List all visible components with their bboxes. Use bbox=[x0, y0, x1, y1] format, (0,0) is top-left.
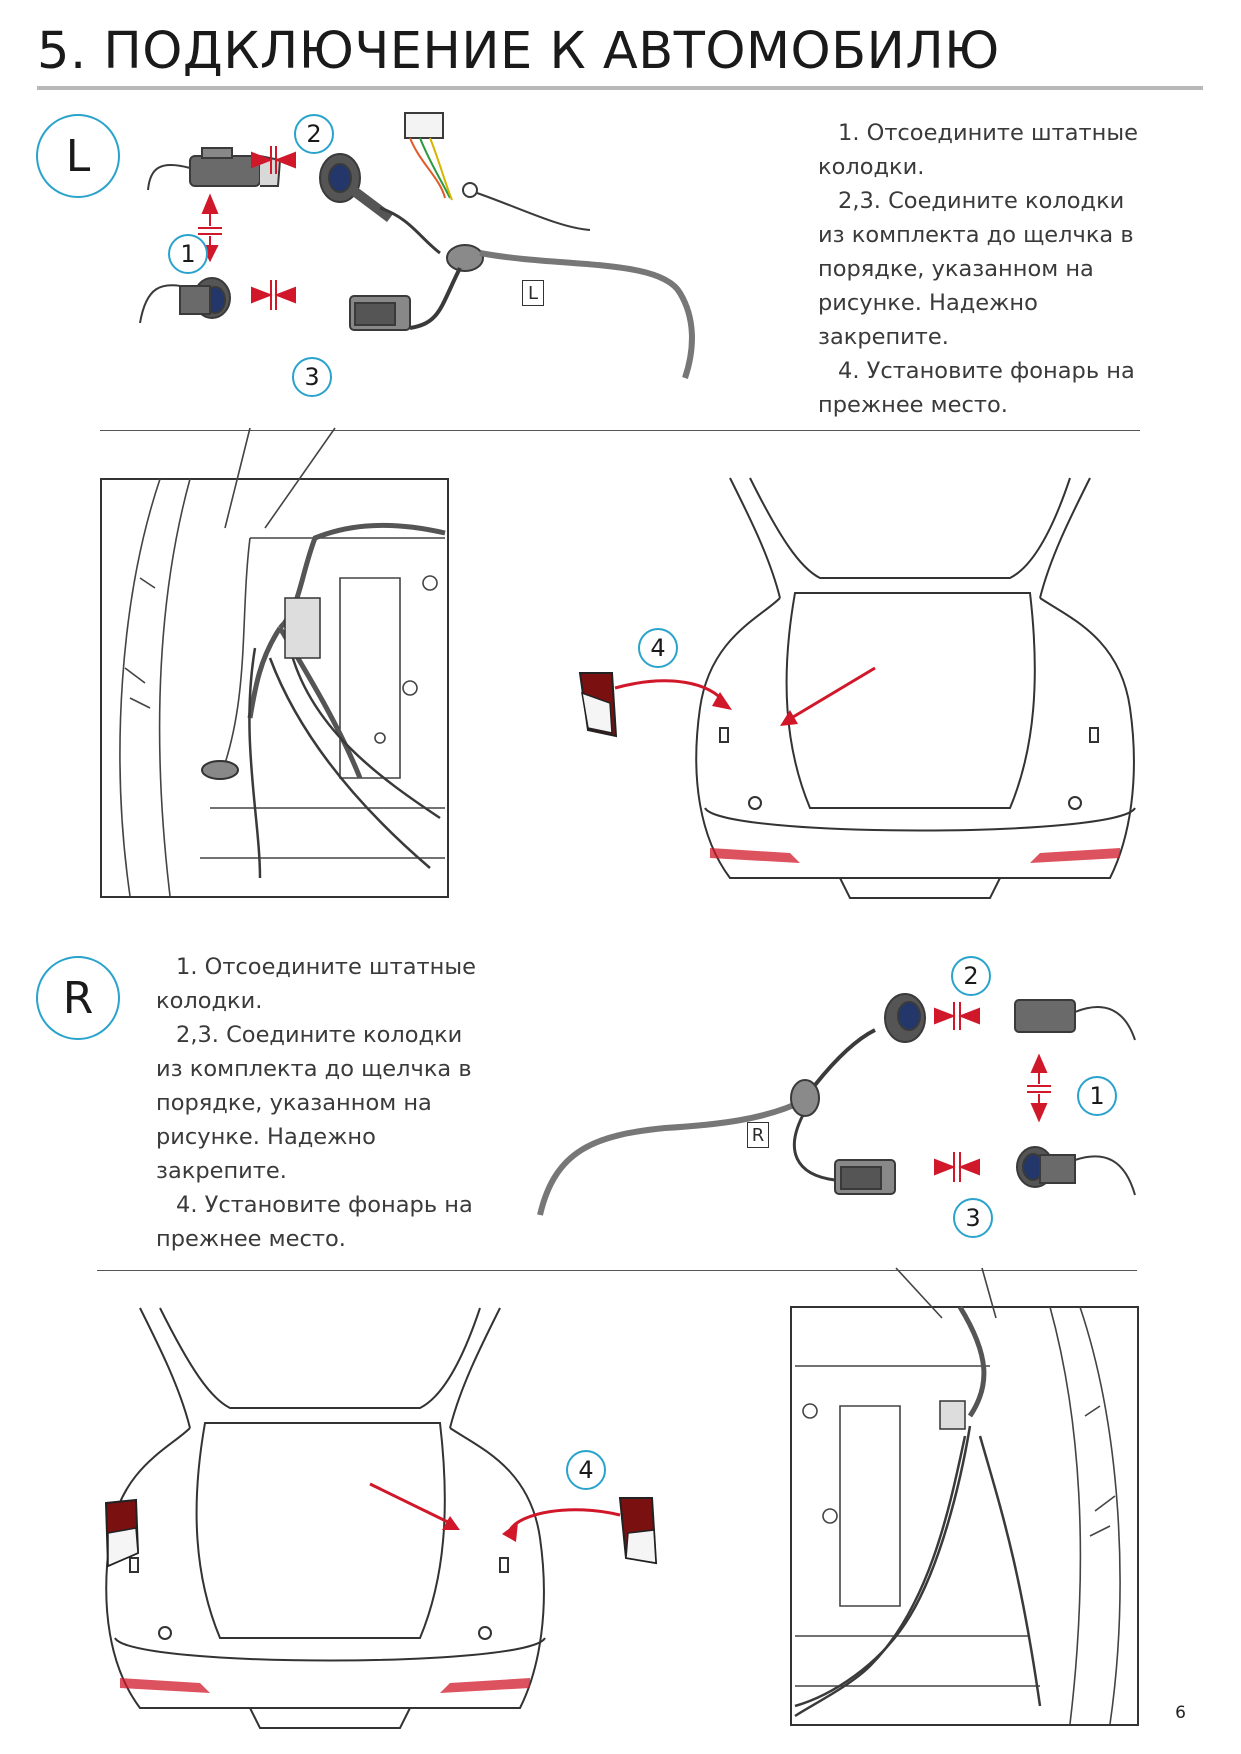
left-trunk-interior-illustration bbox=[100, 478, 449, 898]
step2-arrows-right bbox=[934, 1002, 980, 1030]
step-badge-4-left: 4 bbox=[638, 628, 678, 668]
instructions-right: 1. Отсоедините штатные колодки. 2,3. Сое… bbox=[156, 954, 476, 1252]
step-badge-2-right: 2 bbox=[951, 956, 991, 996]
title-rule bbox=[37, 86, 1203, 90]
divider-left-top bbox=[100, 430, 1140, 431]
page-title: 5. ПОДКЛЮЧЕНИЕ К АВТОМОБИЛЮ bbox=[37, 22, 1000, 81]
plug-bundle bbox=[404, 112, 444, 139]
step-badge-3-left: 3 bbox=[292, 357, 332, 397]
step-badge-3-right: 3 bbox=[953, 1198, 993, 1238]
step-badge-4-right: 4 bbox=[566, 1450, 606, 1490]
divider-right-top bbox=[97, 1270, 1137, 1271]
connector-tag-left: L bbox=[522, 280, 544, 306]
grommet-right bbox=[790, 1079, 820, 1117]
right-car-rear-illustration bbox=[104, 1307, 658, 1729]
instructions-left: 1. Отсоедините штатные колодки. 2,3. Сое… bbox=[818, 120, 1138, 418]
right-trunk-interior-illustration bbox=[790, 1305, 1139, 1726]
step2-arrows-left bbox=[251, 146, 296, 174]
right-callout-lines bbox=[895, 1267, 997, 1319]
side-badge-right: R bbox=[36, 956, 120, 1040]
step3-arrows-left bbox=[251, 280, 296, 310]
step-badge-1-right: 1 bbox=[1077, 1076, 1117, 1116]
connector-tag-right: R bbox=[747, 1122, 769, 1148]
step-badge-1-left: 1 bbox=[168, 234, 208, 274]
side-badge-left: L bbox=[36, 114, 120, 198]
grommet-left bbox=[446, 244, 484, 272]
connector-top-left bbox=[189, 155, 261, 187]
step1-arrows-right bbox=[1027, 1053, 1051, 1123]
left-callout-lines bbox=[224, 427, 336, 529]
left-car-rear-illustration bbox=[578, 477, 1136, 899]
step3-arrows-right bbox=[934, 1152, 980, 1182]
step-badge-2-left: 2 bbox=[294, 114, 334, 154]
page-number: 6 bbox=[1175, 1703, 1186, 1723]
right-connector-diagram bbox=[537, 993, 1136, 1216]
left-connector-diagram bbox=[139, 112, 695, 379]
